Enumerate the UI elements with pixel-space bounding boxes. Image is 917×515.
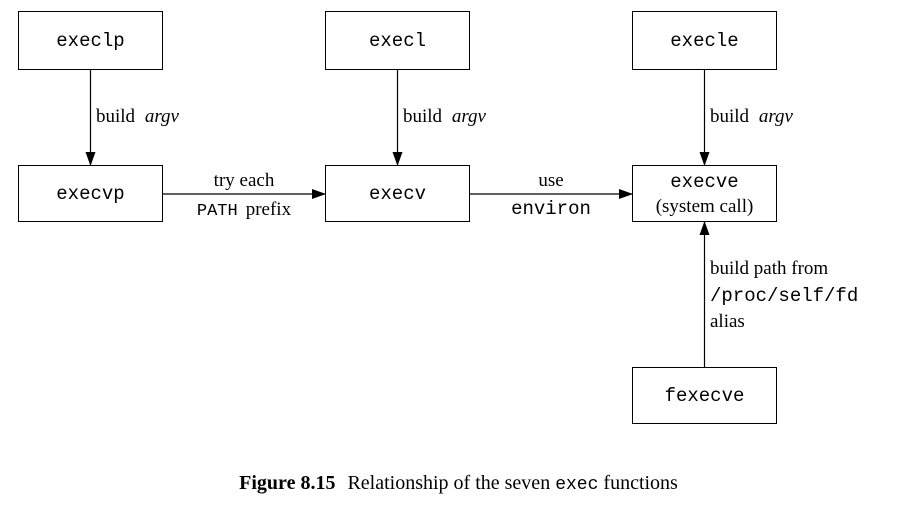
exec-functions-diagram: execlp execl execle execvp execv execve … xyxy=(18,11,858,424)
edge-label-path-from-1: build path from xyxy=(710,258,828,279)
caption-text-before: Relationship of the seven xyxy=(347,472,551,494)
edge-label-build-argv-1: build argv xyxy=(96,106,180,127)
edge-label-build-argv-3: build argv xyxy=(710,106,794,127)
edge-label-try-each: try each xyxy=(214,170,275,191)
node-execv-label: execv xyxy=(369,183,426,205)
node-fexecve-label: fexecve xyxy=(665,385,745,407)
edge-label-path-prefix: PATH prefix xyxy=(197,199,292,221)
figure-caption: Figure 8.15 Relationship of the seven exe… xyxy=(0,472,917,495)
edge-label-build-1: build xyxy=(96,106,136,127)
node-execvp-label: execvp xyxy=(56,183,124,205)
node-execle: execle xyxy=(632,11,777,70)
edge-label-prefix-word: prefix xyxy=(246,199,292,220)
edge-label-argv-3: argv xyxy=(759,106,794,127)
node-execve-sublabel: (system call) xyxy=(656,196,754,217)
node-execve-label: execve xyxy=(670,171,738,193)
node-execle-label: execle xyxy=(670,30,738,52)
edge-label-argv-1: argv xyxy=(145,106,180,127)
edge-label-build-argv-2: build argv xyxy=(403,106,487,127)
edge-label-path-from-3: alias xyxy=(710,311,745,332)
node-execvp: execvp xyxy=(18,165,163,222)
node-fexecve: fexecve xyxy=(632,367,777,424)
edge-label-build-3: build xyxy=(710,106,750,127)
node-execl: execl xyxy=(325,11,470,70)
edge-label-environ: environ xyxy=(511,198,591,220)
caption-text-after: functions xyxy=(603,472,678,494)
edge-label-build-2: build xyxy=(403,106,443,127)
edge-label-argv-2: argv xyxy=(452,106,487,127)
node-execl-label: execl xyxy=(369,30,426,52)
node-execlp: execlp xyxy=(18,11,163,70)
figure-number: Figure 8.15 xyxy=(239,472,336,494)
edge-label-use: use xyxy=(538,170,563,191)
node-execve: execve (system call) xyxy=(632,165,777,222)
node-execv: execv xyxy=(325,165,470,222)
node-execlp-label: execlp xyxy=(56,30,124,52)
edge-label-path-from-2: /proc/self/fd xyxy=(710,285,858,307)
caption-code: exec xyxy=(555,475,599,495)
edge-label-path-word: PATH xyxy=(197,202,238,221)
